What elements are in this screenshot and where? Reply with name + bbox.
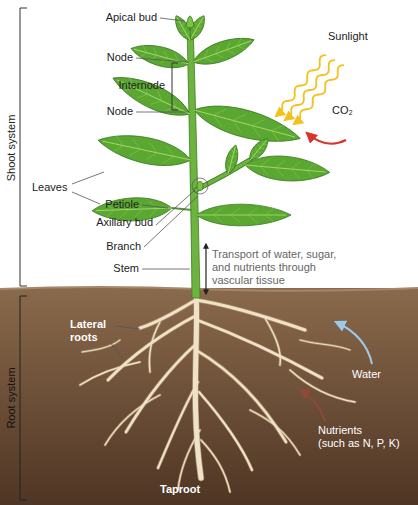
leader-lines xyxy=(72,18,198,358)
root-bracket xyxy=(20,296,27,500)
input-label: CO₂ xyxy=(332,104,353,117)
nutrient-arrow xyxy=(300,390,325,421)
part-label: Axillary bud xyxy=(96,216,153,229)
part-label: Node xyxy=(107,51,133,64)
part-label: Apical bud xyxy=(106,11,157,24)
system-label: Shoot system xyxy=(5,115,18,182)
input-label: Nutrients xyxy=(318,424,362,437)
part-label: Internode xyxy=(119,79,165,92)
co2-arrow xyxy=(307,133,346,144)
part-label: Leaves xyxy=(32,181,67,194)
part-label: Petiole xyxy=(105,198,139,211)
shoot-bracket xyxy=(20,8,27,286)
part-label: Node xyxy=(107,105,133,118)
soil xyxy=(0,288,418,505)
part-label: Branch xyxy=(106,240,141,253)
input-label: (such as N, P, K) xyxy=(318,437,400,450)
part-label: Taproot xyxy=(160,483,200,496)
soil-surface xyxy=(0,287,418,291)
roots xyxy=(80,290,355,492)
water-arrow xyxy=(336,322,372,364)
input-label: Sunlight xyxy=(328,30,368,43)
internode-bracket xyxy=(172,63,178,110)
note-label: Transport of water, sugar, and nutrients… xyxy=(212,248,357,287)
part-label: Lateral roots xyxy=(70,318,122,344)
system-label: Root system xyxy=(5,367,18,428)
transport-arrow xyxy=(205,244,206,294)
input-label: Water xyxy=(352,368,381,381)
part-label: Stem xyxy=(113,262,139,275)
